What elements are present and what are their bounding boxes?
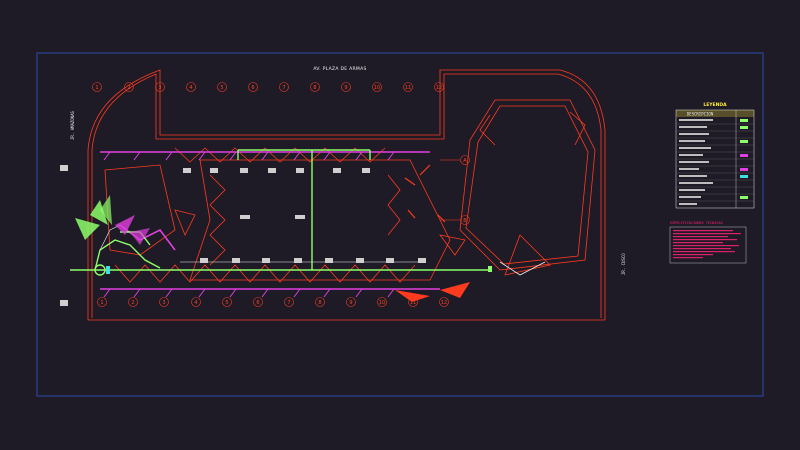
pipes-magenta-drops: [103, 151, 395, 298]
grid-top-9: 9: [344, 85, 347, 91]
pipes-green: [70, 149, 490, 276]
grid-top-11: 11: [405, 85, 411, 91]
grid-bottom-1: 1: [100, 300, 103, 306]
legend-symbols: [740, 119, 748, 199]
legend-title: LEYENDA: [703, 102, 727, 108]
grid-bottom-9: 9: [349, 300, 352, 306]
side-label-left: JR. AMAZONAS: [70, 111, 75, 140]
grid-axis-bottom: 1 2 3 4 5 6 7 8 9 10 11 12: [97, 297, 449, 307]
sheet-frame: [36, 52, 764, 397]
grid-bottom-12: 12: [441, 300, 447, 306]
grid-top-3: 3: [158, 85, 161, 91]
grid-bottom-2: 2: [131, 300, 134, 306]
grid-top-5: 5: [220, 85, 223, 91]
accent-markers: [106, 164, 546, 302]
grid-bottom-4: 4: [194, 300, 197, 306]
legend-row-bars: [679, 119, 713, 205]
grid-top-10: 10: [374, 85, 380, 91]
grid-top-12: 12: [436, 85, 442, 91]
grid-bottom-11: 11: [410, 300, 416, 306]
side-label-right: JR. CUSCO: [621, 253, 626, 275]
grid-axis-top: 1 2 3 4 5 6 7 8 9 10 11 12: [92, 82, 444, 92]
grid-bottom-6: 6: [256, 300, 259, 306]
fixture-tags: [60, 165, 426, 306]
grid-right-b: B: [463, 218, 467, 224]
pump-symbol: [75, 195, 150, 245]
grid-top-4: 4: [189, 85, 192, 91]
grid-top-2: 2: [127, 85, 130, 91]
grid-bottom-10: 10: [379, 300, 385, 306]
notes-title: ESPECIFICACIONES TECNICAS: [670, 221, 723, 225]
plan-title: AV. PLAZA DE ARMAS: [313, 66, 366, 72]
grid-axis-right: A B: [440, 155, 470, 225]
grid-top-7: 7: [282, 85, 285, 91]
notes-box: ESPECIFICACIONES TECNICAS: [669, 221, 747, 264]
grid-top-8: 8: [313, 85, 316, 91]
building-walls: [87, 69, 606, 321]
grid-right-a: A: [463, 158, 467, 164]
grid-top-6: 6: [251, 85, 254, 91]
grid-bottom-5: 5: [225, 300, 228, 306]
grid-bottom-7: 7: [287, 300, 290, 306]
legend-box: LEYENDA DESCRIPCION: [675, 102, 755, 209]
grid-top-1: 1: [95, 85, 98, 91]
grid-bottom-3: 3: [162, 300, 165, 306]
legend-header: DESCRIPCION: [687, 112, 714, 117]
grid-bottom-8: 8: [318, 300, 321, 306]
